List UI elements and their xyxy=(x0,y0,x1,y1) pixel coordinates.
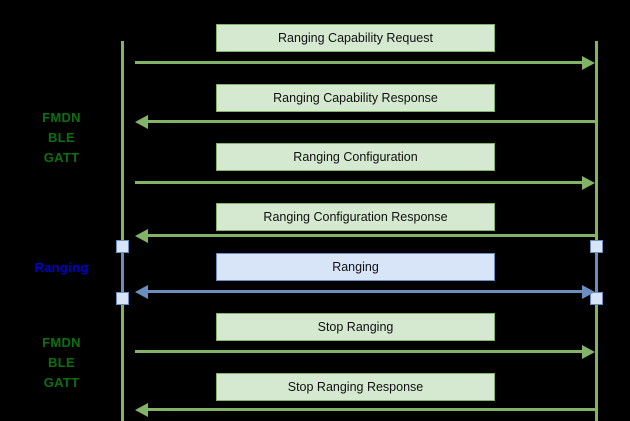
arrowhead-left-icon xyxy=(135,228,148,243)
message-arrow-ranging-configuration xyxy=(135,175,595,190)
lifeline-right xyxy=(595,41,598,421)
phase-label-fmdn-ble-gatt-top: FMDN BLE GATT xyxy=(42,110,81,165)
arrowhead-right-icon xyxy=(582,284,595,299)
phase-label-fmdn-ble-gatt-bottom: FMDN BLE GATT xyxy=(42,335,81,390)
message-arrow-stop-ranging-response xyxy=(135,402,595,417)
message-box-ranging-configuration: Ranging Configuration xyxy=(216,143,495,171)
arrowhead-right-icon xyxy=(582,55,595,70)
arrowhead-right-icon xyxy=(582,344,595,359)
message-arrow-ranging xyxy=(135,284,595,299)
activation-node-right-start xyxy=(590,240,603,253)
message-box-ranging-configuration-response: Ranging Configuration Response xyxy=(216,203,495,231)
activation-bar-right xyxy=(595,246,598,298)
lifeline-left xyxy=(121,41,124,421)
message-box-ranging-capability-response: Ranging Capability Response xyxy=(216,84,495,112)
activation-bar-left xyxy=(121,246,124,298)
message-arrow-ranging-capability-request xyxy=(135,55,595,70)
message-box-ranging: Ranging xyxy=(216,253,495,281)
message-box-ranging-capability-request: Ranging Capability Request xyxy=(216,24,495,52)
message-arrow-ranging-configuration-response xyxy=(135,228,595,243)
message-arrow-ranging-capability-response xyxy=(135,114,595,129)
arrowhead-left-icon xyxy=(135,402,148,417)
arrowhead-left-icon xyxy=(135,114,148,129)
message-box-stop-ranging-response: Stop Ranging Response xyxy=(216,373,495,401)
arrowhead-right-icon xyxy=(582,175,595,190)
activation-node-left-start xyxy=(116,240,129,253)
message-arrow-stop-ranging xyxy=(135,344,595,359)
phase-label-ranging: Ranging xyxy=(34,260,89,275)
arrowhead-left-icon xyxy=(135,284,148,299)
message-box-stop-ranging: Stop Ranging xyxy=(216,313,495,341)
activation-node-left-end xyxy=(116,292,129,305)
